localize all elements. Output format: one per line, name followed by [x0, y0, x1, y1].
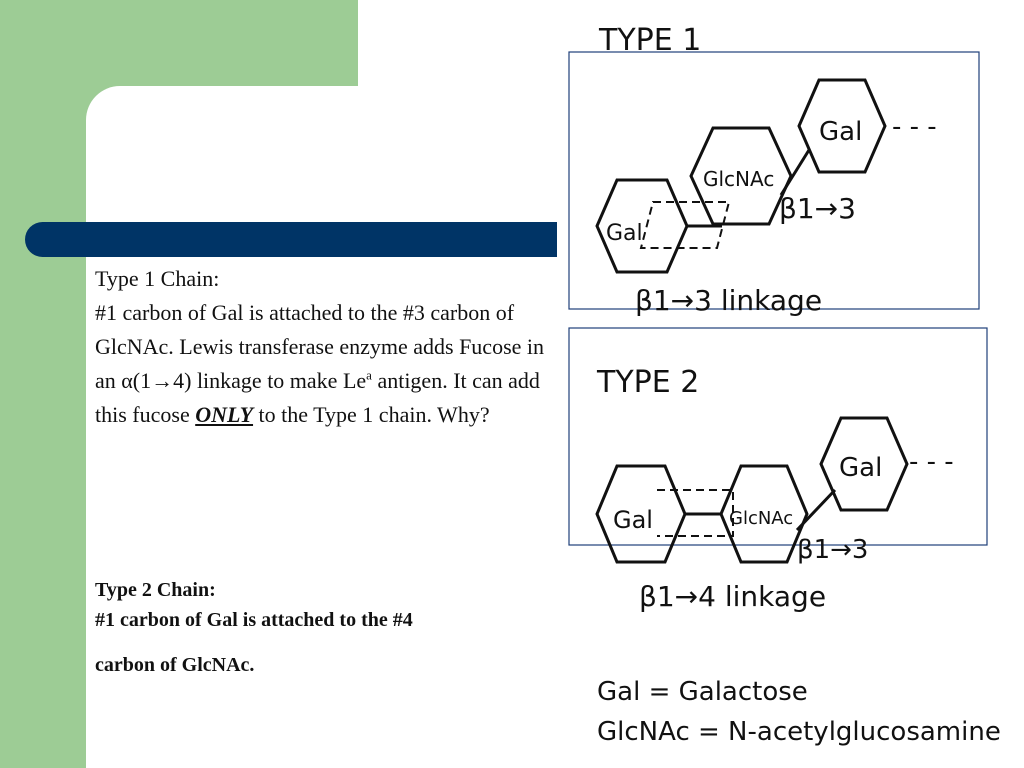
only-emphasis: ONLY	[195, 402, 254, 427]
chain-diagram: TYPE 1 Gal GlcNAc Gal - - - β1→3 β1→3 li…	[557, 0, 1024, 768]
legend-gal: Gal = Galactose	[597, 677, 808, 707]
type1-frame	[568, 51, 980, 310]
type1-body: #1 carbon of Gal is attached to the #3 c…	[95, 296, 550, 432]
type1-text-part3: to the Type 1 chain. Why?	[253, 402, 490, 427]
type1-glcnac-hexagon	[689, 126, 793, 226]
type2-glcnac-hexagon	[719, 464, 809, 564]
type2-bond-right	[795, 488, 837, 532]
legend-glcnac: GlcNAc = N-acetylglucosamine	[597, 717, 1001, 747]
type2-gal-right-label: Gal	[839, 453, 882, 483]
type1-gal-right-hexagon	[797, 78, 887, 174]
type2-glcnac-label: GlcNAc	[729, 508, 793, 529]
type2-text-line1: #1 carbon of Gal is attached to the #4	[95, 609, 413, 631]
type2-gal-right-hexagon	[819, 416, 909, 512]
type1-text-part2: antigen. It can add this fucose	[95, 368, 540, 427]
title-bar	[25, 222, 565, 257]
type2-bond-label: β1→3	[797, 535, 868, 565]
type1-linkage-label: β1→3 linkage	[635, 284, 822, 317]
superscript-a: a	[366, 367, 372, 383]
type2-frame	[568, 327, 988, 546]
diagram-svg: TYPE 1 Gal GlcNAc Gal - - - β1→3 β1→3 li…	[568, 23, 1001, 747]
type1-title: TYPE 1	[598, 23, 701, 58]
type1-glcnac-label: GlcNAc	[703, 167, 774, 191]
type1-gal-right-label: Gal	[819, 117, 862, 147]
type2-title: TYPE 2	[596, 365, 699, 400]
type1-bond-label: β1→3	[779, 192, 856, 225]
type2-dashed-overlap	[657, 489, 734, 537]
type2-gal-left-label: Gal	[613, 506, 653, 534]
type2-text-line2: carbon of GlcNAc.	[95, 654, 255, 676]
type1-tail: - - -	[892, 112, 937, 142]
type1-heading: Type 1 Chain:	[95, 266, 220, 291]
type1-text-part1: #1 carbon of Gal is attached to the #3 c…	[95, 300, 545, 393]
type2-description: Type 2 Chain: #1 carbon of Gal is attach…	[95, 575, 550, 680]
type1-bond-line	[779, 149, 811, 196]
type2-tail: - - -	[909, 447, 954, 477]
type2-linkage-label: β1→4 linkage	[639, 580, 826, 613]
type2-heading: Type 2 Chain:	[95, 579, 216, 601]
type1-description: Type 1 Chain: #1 carbon of Gal is attach…	[95, 262, 550, 432]
type1-dashed-overlap	[639, 201, 731, 249]
type1-gal-left-label: Gal	[606, 221, 643, 246]
